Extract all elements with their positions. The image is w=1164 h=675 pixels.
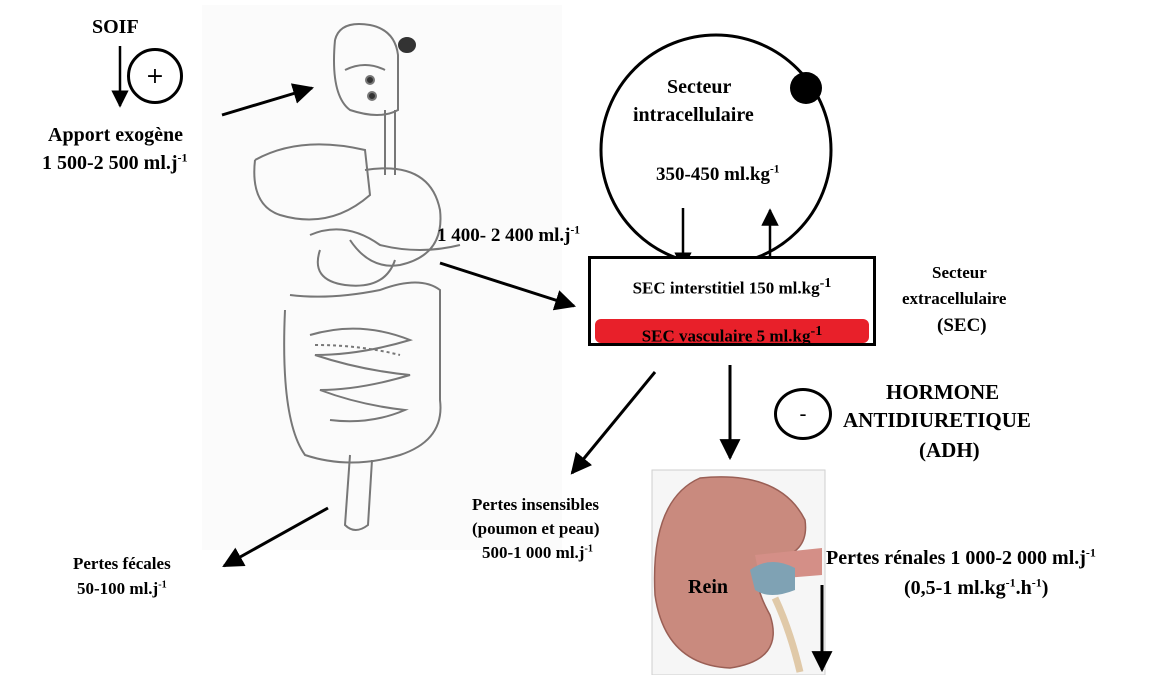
intracellular-label-2: intracellulaire <box>633 104 754 126</box>
insensible-value: 500-1 000 ml.j-1 <box>482 543 593 562</box>
renal-loss-rate: (0,5-1 ml.kg-1.h-1) <box>904 575 1049 599</box>
intracellular-label-1: Secteur <box>667 76 732 98</box>
absorption-value: 1 400- 2 400 ml.j-1 <box>437 224 581 246</box>
adh-label-3: (ADH) <box>919 438 980 462</box>
extracellular-label-1: Secteur <box>932 263 987 282</box>
insensible-label-2: (poumon et peau) <box>472 519 600 538</box>
sec-interstitiel: SEC interstitiel 150 ml.kg-1 <box>632 275 832 298</box>
fecal-value: 50-100 ml.j-1 <box>77 579 167 598</box>
nucleus-dot <box>790 72 822 104</box>
apport-title: Apport exogène <box>48 124 183 146</box>
digestive-system-illustration <box>202 5 562 550</box>
minus-icon: - <box>799 402 807 426</box>
kidney-illustration <box>651 469 826 675</box>
fecal-label: Pertes fécales <box>73 554 171 573</box>
inhibition-sign: - <box>774 388 832 440</box>
extracellular-label-2: extracellulaire <box>902 289 1007 308</box>
extracellular-label-3: (SEC) <box>937 315 987 336</box>
intake-arrow <box>221 83 315 117</box>
adh-label-2: ANTIDIURETIQUE <box>843 408 1031 432</box>
plus-icon: + <box>145 63 165 89</box>
insensible-label-1: Pertes insensibles <box>472 495 600 514</box>
stimulation-sign: + <box>127 48 183 104</box>
fecal-loss-arrow <box>222 506 329 568</box>
intracellular-circle <box>599 33 833 267</box>
rein-label: Rein <box>688 576 728 598</box>
renal-loss-label: Pertes rénales 1 000-2 000 ml.j-1 <box>826 545 1096 569</box>
insensible-loss-arrow <box>570 371 657 475</box>
soif-label: SOIF <box>92 16 139 38</box>
apport-value: 1 500-2 500 ml.j-1 <box>42 150 188 174</box>
absorption-arrow <box>439 261 576 311</box>
sec-box: SEC interstitiel 150 ml.kg-1 SEC vascula… <box>588 256 876 346</box>
sec-vasculaire: SEC vasculaire 5 ml.kg-1 <box>595 319 869 346</box>
intracellular-value: 350-450 ml.kg-1 <box>656 163 780 185</box>
adh-label-1: HORMONE <box>886 380 1000 404</box>
